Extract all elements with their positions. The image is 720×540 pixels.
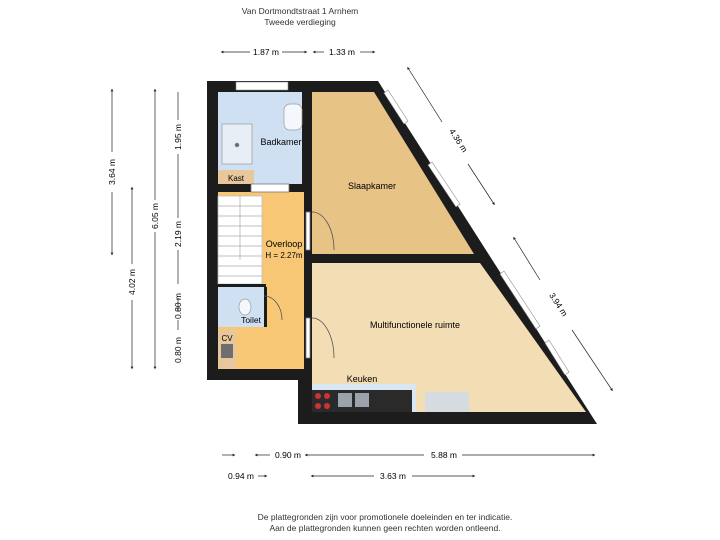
plan-address: Van Dortmondtstraat 1 Arnhem [241, 6, 359, 16]
label-slaapkamer: Slaapkamer [348, 181, 396, 191]
interior-wall [312, 254, 486, 263]
dim-vertical-c: 0.80 m [173, 293, 183, 319]
stair-steps [218, 196, 262, 277]
bath-fixtures [221, 103, 303, 316]
label-badkamer: Badkamer [260, 137, 301, 147]
plan-floor-name: Tweede verdieging [264, 17, 336, 27]
door-swings [250, 183, 335, 359]
window-diagonal [383, 89, 570, 376]
interior-wall [264, 287, 267, 327]
room-kast [218, 170, 254, 184]
dim-vertical-b: 2.19 m [173, 221, 183, 247]
dim-vertical-a: 1.95 m [173, 124, 183, 150]
label-overloop-height: H = 2.27m [265, 251, 302, 260]
disclaimer-line-2: Aan de plattegronden kunnen geen rechten… [269, 523, 501, 533]
dim-vertical-inner-lower: 4.02 m [127, 269, 137, 295]
label-kast: Kast [228, 174, 245, 183]
dim-bottom-d: 3.63 m [380, 471, 406, 481]
window [235, 81, 289, 91]
dimension-lines [110, 50, 613, 478]
dim-vertical-middle: 6.05 m [150, 203, 160, 229]
kitchen-appliances [312, 390, 469, 412]
label-multifunctionele-ruimte: Multifunctionele ruimte [370, 320, 460, 330]
room-slaapkamer [312, 92, 474, 254]
dim-vertical-outer: 3.64 m [107, 159, 117, 185]
label-overloop: Overloop [266, 239, 303, 249]
dim-diagonal-upper: 4.36 m [447, 127, 470, 154]
dim-bottom-c: 0.94 m [228, 471, 254, 481]
label-keuken: Keuken [347, 374, 378, 384]
label-toilet: Toilet [241, 315, 261, 325]
cv-unit [221, 344, 233, 358]
disclaimer-line-1: De plattegronden zijn voor promotionele … [257, 512, 513, 522]
dim-top-left: 1.87 m [253, 47, 279, 57]
room-multifunctionele-ruimte [312, 263, 586, 412]
dim-diagonal-lower: 3.94 m [547, 291, 570, 318]
dim-bottom-a: 0.90 m [275, 450, 301, 460]
dim-bottom-b: 5.88 m [431, 450, 457, 460]
dim-vertical-d: 0.80 m [173, 337, 183, 363]
dim-top-right: 1.33 m [329, 47, 355, 57]
label-cv: CV [221, 334, 233, 343]
interior-wall [218, 284, 266, 287]
